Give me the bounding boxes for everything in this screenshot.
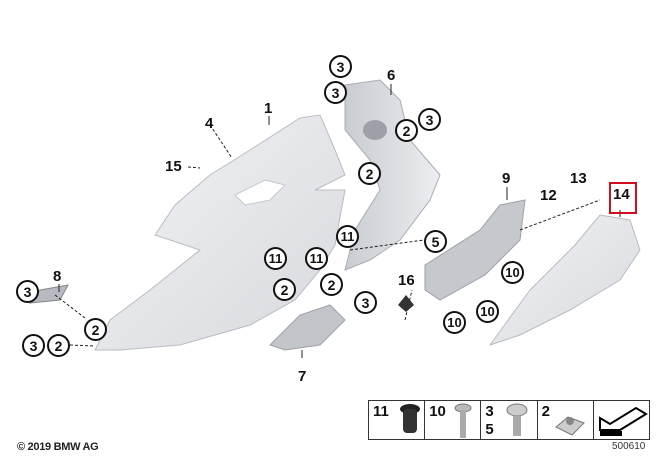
fastener-legend: 11 10 3 5 2 [368, 400, 650, 440]
callout-3[interactable]: 3 [329, 55, 352, 78]
callout-2[interactable]: 2 [395, 119, 418, 142]
legend-label: 10 [429, 403, 446, 420]
legend-label: 11 [373, 403, 389, 420]
part-number-15[interactable]: 15 [165, 158, 182, 175]
legend-cell-10: 10 [425, 401, 482, 439]
callout-2[interactable]: 2 [84, 318, 107, 341]
callout-11[interactable]: 11 [264, 247, 287, 270]
legend-cell-direction [594, 401, 649, 439]
callout-3[interactable]: 3 [418, 108, 441, 131]
part-number-9[interactable]: 9 [502, 170, 511, 187]
callout-11[interactable]: 11 [336, 225, 359, 248]
callout-3[interactable]: 3 [324, 81, 347, 104]
legend-cell-2: 2 [538, 401, 594, 439]
callout-3[interactable]: 3 [16, 280, 39, 303]
legend-label: 5 [485, 421, 494, 438]
callout-2[interactable]: 2 [358, 162, 381, 185]
callout-3[interactable]: 3 [354, 291, 377, 314]
callout-10[interactable]: 10 [476, 300, 499, 323]
part-number-7[interactable]: 7 [298, 368, 307, 385]
callout-5[interactable]: 5 [424, 230, 447, 253]
callout-11[interactable]: 11 [305, 247, 328, 270]
callout-10[interactable]: 10 [443, 311, 466, 334]
diagram-code: 500610 [612, 441, 646, 452]
legend-label: 3 [485, 403, 494, 420]
rivet-nut-icon [400, 404, 420, 433]
screw-short-icon [506, 403, 528, 436]
part-number-13[interactable]: 13 [570, 170, 587, 187]
part-number-16[interactable]: 16 [398, 272, 415, 289]
copyright-text: © 2019 BMW AG [17, 441, 99, 453]
direction-arrow-icon [598, 406, 648, 436]
callout-2[interactable]: 2 [273, 278, 296, 301]
legend-cell-11: 11 [369, 401, 426, 439]
part-number-1[interactable]: 1 [264, 100, 273, 117]
screw-long-icon [454, 403, 472, 438]
callout-2[interactable]: 2 [47, 334, 70, 357]
callout-10[interactable]: 10 [501, 261, 524, 284]
callout-2[interactable]: 2 [320, 273, 343, 296]
part-number-6[interactable]: 6 [387, 67, 396, 84]
legend-label: 2 [541, 403, 550, 420]
callout-3[interactable]: 3 [22, 334, 45, 357]
highlighted-part-14[interactable] [609, 182, 637, 214]
part-number-14[interactable]: 14 [613, 186, 630, 203]
part-number-4[interactable]: 4 [205, 115, 214, 132]
part-number-12[interactable]: 12 [540, 187, 557, 204]
part-number-8[interactable]: 8 [53, 268, 62, 285]
legend-cell-3-5: 3 5 [481, 401, 538, 439]
clip-nut-icon [554, 416, 585, 436]
